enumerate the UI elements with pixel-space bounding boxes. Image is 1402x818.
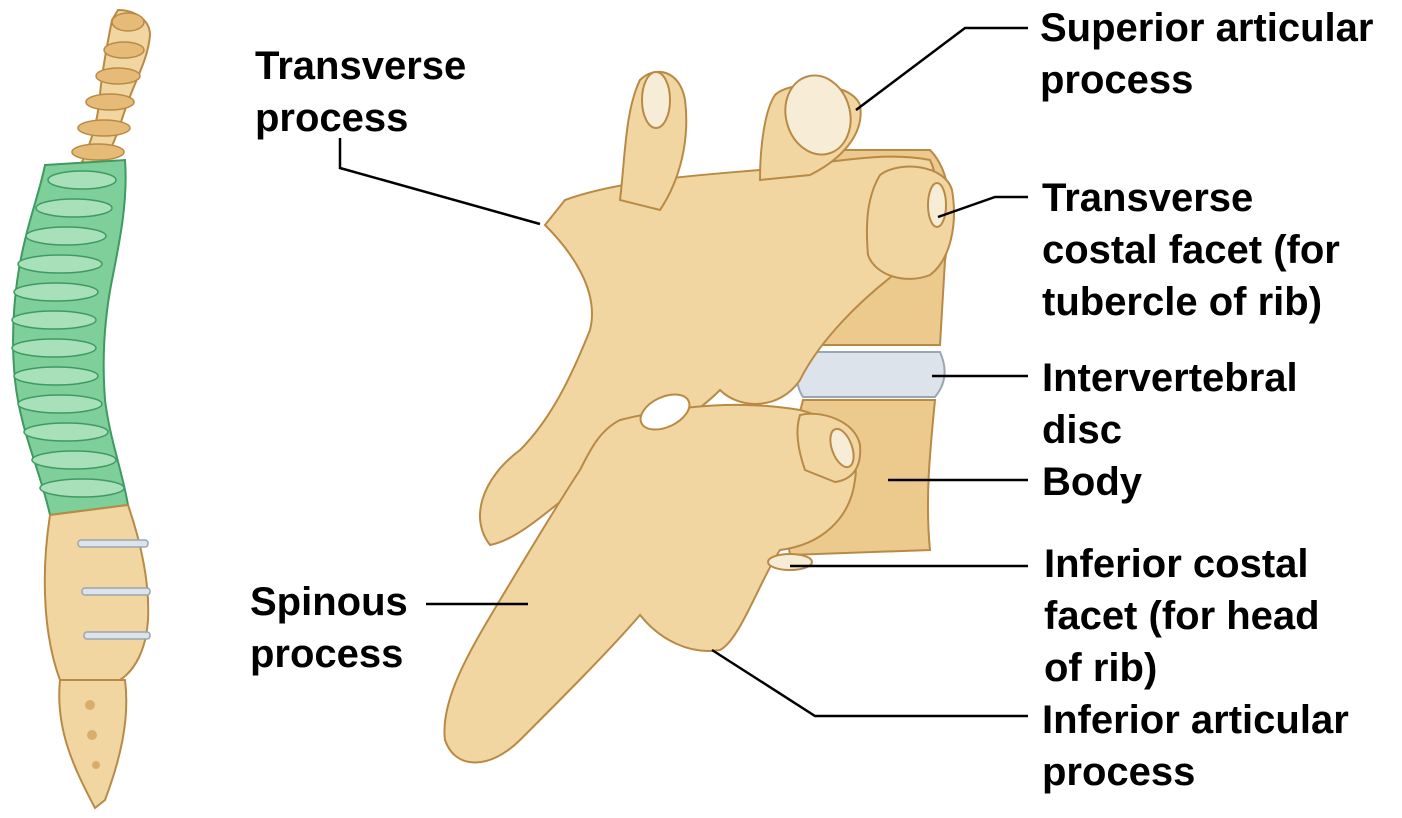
label-intervertebral-disc: Intervertebral disc xyxy=(1042,352,1298,456)
label-superior-articular-process: Superior articular process xyxy=(1040,2,1373,106)
label-inferior-articular-process: Inferior articular process xyxy=(1042,694,1349,798)
label-transverse-process: Transverse process xyxy=(255,40,466,144)
leader-superior-articular-process xyxy=(856,28,1028,110)
label-transverse-costal-facet: Transverse costal facet (for tubercle of… xyxy=(1042,172,1340,328)
label-body: Body xyxy=(1042,456,1142,508)
leader-inferior-articular-process xyxy=(712,650,1028,716)
thoracic-vertebrae-illustration xyxy=(444,68,953,762)
leader-transverse-process xyxy=(340,138,540,224)
spine-column xyxy=(12,10,150,808)
label-spinous-process: Spinous process xyxy=(250,576,408,680)
label-inferior-costal-facet: Inferior costal facet (for head of rib) xyxy=(1044,538,1320,694)
